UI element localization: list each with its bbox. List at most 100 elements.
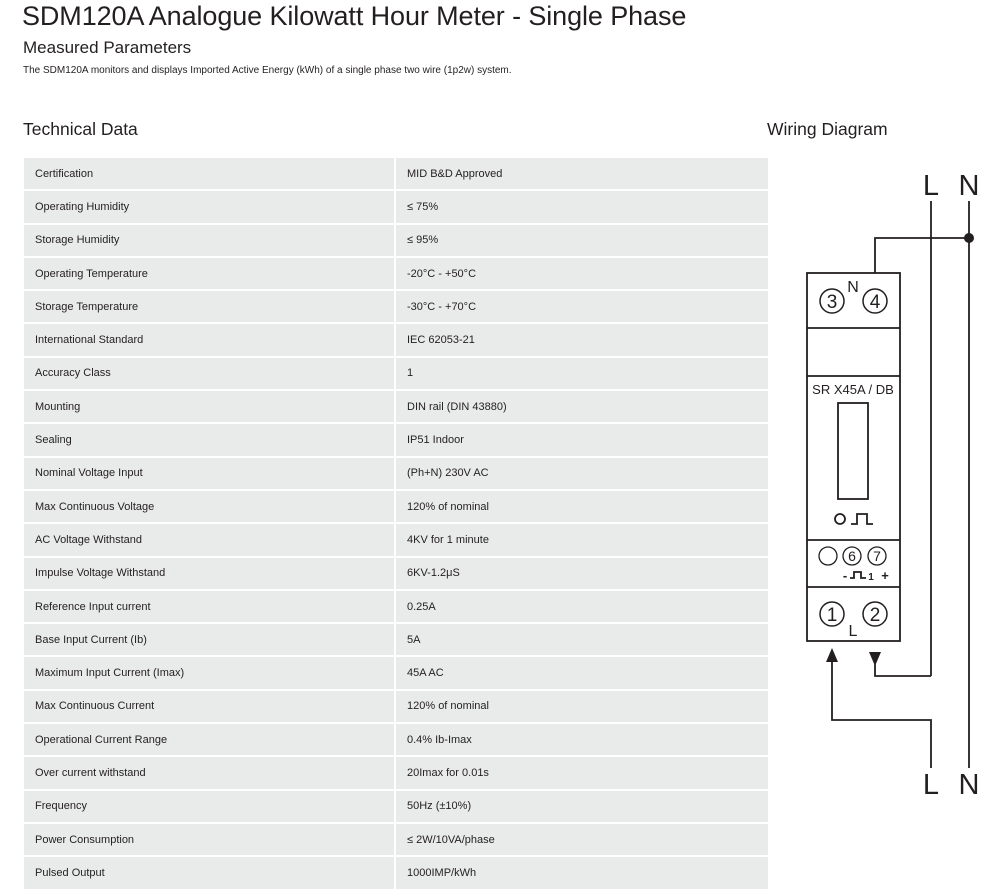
spec-label: Storage Temperature xyxy=(24,291,396,323)
spec-label: Mounting xyxy=(24,391,396,423)
terminal-1-label: 1 xyxy=(827,605,838,626)
spec-value: MID B&D Approved xyxy=(396,158,768,190)
spec-label: Operating Humidity xyxy=(24,191,396,223)
spec-row: Storage Temperature-30°C - +70°C xyxy=(24,291,768,323)
terminal-4-label: 4 xyxy=(870,292,881,313)
terminal-2-label: 2 xyxy=(870,605,881,626)
terminal-7 xyxy=(867,546,887,566)
load-line-label: L xyxy=(923,769,939,801)
spec-value: 6KV-1.2μS xyxy=(396,557,768,589)
terminal-2 xyxy=(862,601,888,627)
terminal-6-label: 6 xyxy=(848,548,856,564)
spec-label: Frequency xyxy=(24,790,396,822)
spec-value: 1 xyxy=(396,357,768,390)
spec-value: 1000IMP/kWh xyxy=(396,857,768,889)
spec-value: DIN rail (DIN 43880) xyxy=(396,391,768,423)
line-terminal-label: L xyxy=(849,623,858,640)
technical-data-heading: Technical Data xyxy=(23,119,138,139)
spec-label: Base Input Current (Ib) xyxy=(24,624,396,656)
spec-value: 120% of nominal xyxy=(396,690,768,723)
pulse-icon xyxy=(851,513,873,525)
spec-row: Base Input Current (Ib)5A xyxy=(24,624,768,656)
spec-row: Nominal Voltage Input(Ph+N) 230V AC xyxy=(24,457,768,489)
supply-line-label: L xyxy=(923,170,939,202)
terminal-1-arrow xyxy=(826,648,838,662)
spec-row: Maximum Input Current (Imax)45A AC xyxy=(24,657,768,689)
spec-value: 5A xyxy=(396,624,768,656)
pulse-one-label: 1 xyxy=(868,572,874,583)
spec-row: Power Consumption≤ 2W/10VA/phase xyxy=(24,823,768,856)
terminal-1 xyxy=(819,601,845,627)
spec-value: -30°C - +70°C xyxy=(396,291,768,323)
terminal-7-label: 7 xyxy=(873,548,881,564)
spec-label: Storage Humidity xyxy=(24,224,396,256)
counter-window xyxy=(837,402,869,500)
spec-label: Max Continuous Voltage xyxy=(24,490,396,523)
spec-value: IP51 Indoor xyxy=(396,424,768,456)
spec-label: Over current withstand xyxy=(24,757,396,789)
page-subtitle: Measured Parameters xyxy=(23,38,192,57)
terminal-6 xyxy=(842,546,862,566)
pulse-led-icon xyxy=(818,546,838,566)
intro-text: The SDM120A monitors and displays Import… xyxy=(23,65,512,76)
neutral-terminal-label: N xyxy=(847,279,859,296)
spec-row: Storage Humidity≤ 95% xyxy=(24,224,768,256)
spec-value: ≤ 75% xyxy=(396,191,768,223)
line-supply-wire xyxy=(874,652,931,677)
wiring-diagram: L N L N 3 4 N SR X45A / DB 6 7 xyxy=(806,170,980,801)
spec-value: 20Imax for 0.01s xyxy=(396,757,768,789)
spec-label: AC Voltage Withstand xyxy=(24,524,396,556)
spec-value: 4KV for 1 minute xyxy=(396,524,768,556)
spec-label: Operational Current Range xyxy=(24,724,396,756)
neutral-junction-dot xyxy=(964,233,974,243)
load-neutral-label: N xyxy=(959,769,980,801)
spec-label: Nominal Voltage Input xyxy=(24,457,396,489)
line-load-wire xyxy=(831,654,932,768)
terminal-2-arrow xyxy=(869,652,881,666)
spec-value: ≤ 2W/10VA/phase xyxy=(396,823,768,856)
spec-label: Max Continuous Current xyxy=(24,690,396,723)
spec-value: ≤ 95% xyxy=(396,224,768,256)
spec-value: -20°C - +50°C xyxy=(396,257,768,290)
spec-row: Operating Temperature-20°C - +50°C xyxy=(24,257,768,290)
spec-label: Certification xyxy=(24,158,396,190)
spec-label: Power Consumption xyxy=(24,823,396,856)
spec-label: Sealing xyxy=(24,424,396,456)
neutral-branch-wire xyxy=(874,237,969,273)
spec-value: (Ph+N) 230V AC xyxy=(396,457,768,489)
spec-label: Pulsed Output xyxy=(24,857,396,889)
led-indicator-icon xyxy=(834,513,846,525)
model-label: SR X45A / DB xyxy=(812,382,894,397)
spec-row: Operating Humidity≤ 75% xyxy=(24,191,768,223)
spec-value: 45A AC xyxy=(396,657,768,689)
spec-value: 120% of nominal xyxy=(396,490,768,523)
spec-label: Accuracy Class xyxy=(24,357,396,390)
terminal-3 xyxy=(819,288,845,314)
pulse-plus-label: + xyxy=(881,568,889,583)
page-title: SDM120A Analogue Kilowatt Hour Meter - S… xyxy=(22,1,687,31)
spec-value: IEC 62053-21 xyxy=(396,324,768,356)
pulse-output-icon xyxy=(850,571,866,579)
pulse-minus-label: - xyxy=(843,568,847,583)
wiring-diagram-heading: Wiring Diagram xyxy=(767,119,888,139)
supply-neutral-label: N xyxy=(959,170,980,202)
spec-value: 0.25A xyxy=(396,590,768,623)
terminal-3-label: 3 xyxy=(827,292,838,313)
spec-label: International Standard xyxy=(24,324,396,356)
spec-label: Maximum Input Current (Imax) xyxy=(24,657,396,689)
spec-value: 50Hz (±10%) xyxy=(396,790,768,822)
